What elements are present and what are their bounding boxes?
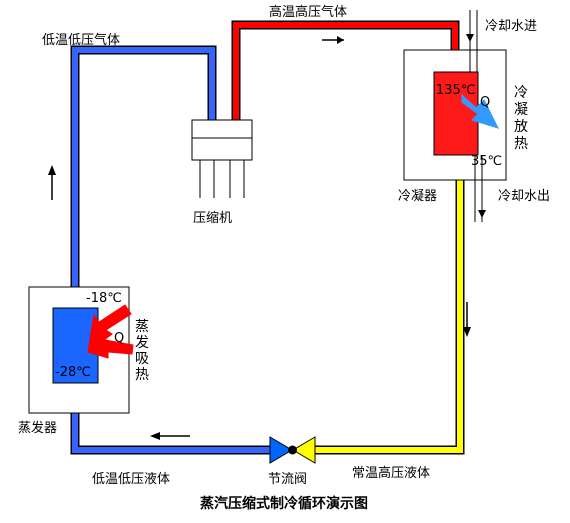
temp-condenser-hot: 135℃ <box>436 83 475 98</box>
svg-text:热: 热 <box>514 136 528 152</box>
label-condense-release-heat: 冷 凝 放 热 <box>514 85 528 152</box>
label-cooling-water-out: 冷却水出 <box>498 189 550 204</box>
flow-arrow-up-icon <box>48 165 56 200</box>
label-condenser: 冷凝器 <box>398 188 437 204</box>
label-evaporate-absorb-heat: 蒸 发 吸 热 <box>135 319 149 383</box>
evaporator <box>28 286 130 414</box>
svg-text:冷: 冷 <box>514 85 528 101</box>
label-throttle-valve: 节流阀 <box>268 472 307 487</box>
high-pressure-liquid-pipe <box>315 155 465 455</box>
cooling-water-out-icon <box>474 155 486 222</box>
temp-condenser-out: 35℃ <box>471 154 502 169</box>
low-pressure-gas-pipe <box>70 45 217 308</box>
label-evaporator: 蒸发器 <box>18 420 57 436</box>
label-normal-temp-high-pressure-liquid: 常温高压液体 <box>352 465 430 481</box>
svg-text:蒸: 蒸 <box>135 319 149 335</box>
label-low-temp-low-pressure-liquid: 低温低压液体 <box>92 472 170 487</box>
label-high-temp-high-pressure-gas: 高温高压气体 <box>269 4 347 20</box>
heat-release-arrow-icon <box>461 93 499 129</box>
temp-evaporator-bottom: -28℃ <box>55 365 91 380</box>
heat-symbol-evaporator: Q <box>114 331 124 346</box>
heat-symbol-condenser: Q <box>480 95 490 110</box>
diagram-title: 蒸汽压缩式制冷循环演示图 <box>200 495 368 512</box>
svg-text:发: 发 <box>135 335 149 351</box>
label-low-temp-low-pressure-gas: 低温低压气体 <box>42 32 120 48</box>
flow-arrow-right-icon <box>322 36 344 44</box>
heat-absorb-arrow-icon <box>87 304 134 359</box>
svg-text:凝: 凝 <box>514 102 528 118</box>
label-cooling-water-in: 冷却水进 <box>485 19 537 34</box>
temp-evaporator-top: -18℃ <box>86 291 122 306</box>
cooling-water-in-icon <box>466 10 478 72</box>
flow-arrow-down-icon <box>463 302 471 337</box>
svg-text:吸: 吸 <box>135 351 149 367</box>
label-compressor: 压缩机 <box>193 210 232 226</box>
throttle-valve-icon <box>269 436 316 464</box>
svg-text:热: 热 <box>135 367 149 383</box>
svg-text:放: 放 <box>514 119 528 135</box>
flow-arrow-left-icon <box>150 432 190 440</box>
compressor <box>191 119 253 198</box>
